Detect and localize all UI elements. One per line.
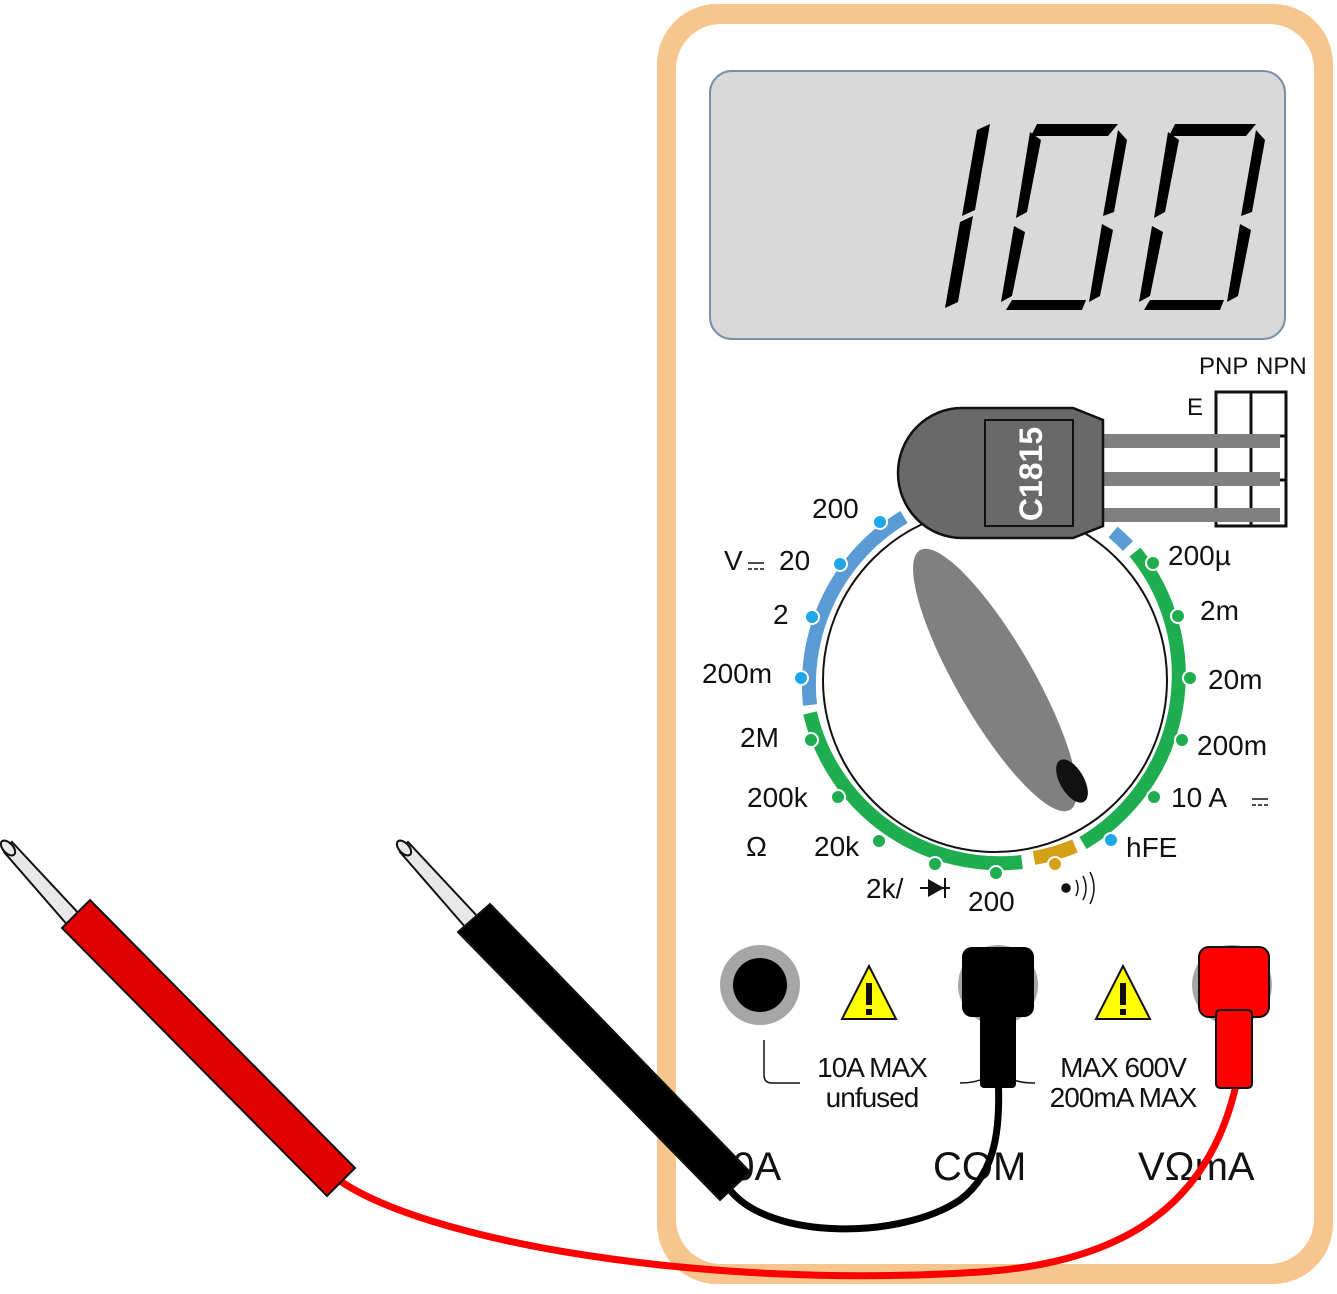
transistor-body[interactable]: C1815 bbox=[896, 406, 1105, 540]
warning-icon bbox=[840, 963, 898, 1020]
socket-label-npn: NPN bbox=[1256, 353, 1307, 380]
dial-label-dca-200u: 200µ bbox=[1168, 540, 1231, 571]
dial-pointer[interactable] bbox=[887, 531, 1103, 829]
dc-current-symbol-icon bbox=[1252, 798, 1268, 806]
dial-label-dca-2m: 2m bbox=[1200, 595, 1239, 626]
lcd-digits bbox=[945, 124, 1265, 310]
dial-label-ohm-symbol: Ω bbox=[746, 831, 767, 862]
dial-label-ohm-200k: 200k bbox=[747, 782, 809, 813]
warning-10a-line1: 10A MAX bbox=[817, 1052, 928, 1083]
transistor-part-number: C1815 bbox=[1013, 427, 1049, 521]
dial-arcs bbox=[801, 510, 1186, 871]
hfe-arc bbox=[1108, 526, 1134, 551]
warning-vohm-line1: MAX 600V bbox=[1060, 1052, 1187, 1083]
socket-pin-label-e: E bbox=[1187, 394, 1203, 421]
black-lead-wire bbox=[727, 1069, 1003, 1233]
dial-label-dcv-200: 200 bbox=[812, 493, 859, 524]
buzzer-icon bbox=[1061, 871, 1095, 905]
jack-10a[interactable] bbox=[720, 945, 800, 1025]
com-plug[interactable] bbox=[962, 947, 1034, 1088]
transistor-socket[interactable] bbox=[1214, 390, 1288, 528]
dial-label-dcv-symbol: V bbox=[724, 545, 743, 576]
black-probe[interactable] bbox=[394, 838, 752, 1202]
warning-icon bbox=[1094, 963, 1152, 1020]
port-label-vohm: VΩmA bbox=[1138, 1145, 1255, 1189]
resistance-arc bbox=[803, 711, 1023, 871]
red-probe[interactable] bbox=[0, 838, 357, 1198]
continuity-arc bbox=[1032, 839, 1078, 865]
current-arc bbox=[1079, 547, 1186, 850]
dial-label-ohm-2M: 2M bbox=[740, 722, 779, 753]
dc-symbol-icon bbox=[748, 562, 764, 570]
dial-dots bbox=[793, 514, 1198, 881]
dial-label-ohm-2k: 2k/ bbox=[866, 873, 904, 904]
dial-label-dca-20m: 20m bbox=[1208, 664, 1262, 695]
socket-label-pnp: PNP bbox=[1199, 353, 1248, 380]
dial-label-dcv-200m: 200m bbox=[702, 658, 772, 689]
dial-label-continuity-200: 200 bbox=[968, 886, 1015, 917]
red-lead-wire bbox=[333, 1084, 1240, 1280]
warning-10a-line2: unfused bbox=[826, 1082, 919, 1113]
voltage-arc bbox=[801, 510, 908, 706]
lcd-screen bbox=[709, 70, 1286, 340]
warning-vohm-line2: 200mA MAX bbox=[1050, 1082, 1198, 1113]
dial-label-dcv-20: 20 bbox=[779, 545, 810, 576]
dial-label-hfe: hFE bbox=[1126, 832, 1177, 863]
dial-label-dca-200m: 200m bbox=[1197, 730, 1267, 761]
dial-label-dcv-2: 2 bbox=[773, 599, 789, 630]
diode-icon bbox=[920, 878, 950, 898]
dial-label-ohm-20k: 20k bbox=[814, 831, 860, 862]
vohm-plug[interactable] bbox=[1198, 946, 1270, 1089]
transistor-pins bbox=[1100, 434, 1280, 522]
dial-label-dca-10A: 10 A bbox=[1171, 782, 1227, 813]
